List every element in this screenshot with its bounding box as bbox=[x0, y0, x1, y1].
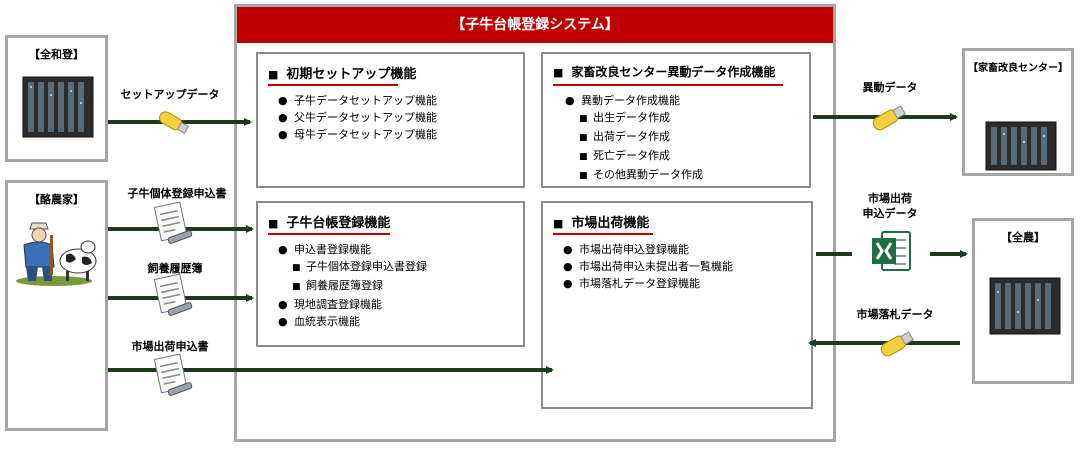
panel-title-text: 子牛台帳登録機能 bbox=[286, 216, 391, 231]
panel-market-shipment: ■ 市場出荷機能 ●市場出荷申込登録機能 ●市場出荷申込未提出者一覧機能 ●市場落… bbox=[541, 201, 813, 409]
list-subitem: ■その他異動データ作成 bbox=[579, 168, 703, 181]
panel-title: ■ 子牛台帳登録機能 bbox=[268, 212, 390, 231]
panel-title-text: 家畜改良センター異動データ作成機能 bbox=[571, 65, 776, 79]
title-underline bbox=[268, 84, 398, 86]
list-item: ●異動データ作成機能 bbox=[565, 94, 680, 107]
panel-calf-ledger: ■ 子牛台帳登録機能 ●申込書登録機能 ■子牛個体登録申込書登録 ■飼養履歴簿登録… bbox=[256, 201, 525, 347]
dairy-farmer-title: 【酪農家】 bbox=[29, 193, 84, 206]
kachiku-center-title: 【家畜改良センター】 bbox=[968, 63, 1068, 74]
list-item: ●子牛データセットアップ機能 bbox=[278, 94, 437, 107]
square-bullet-icon: ■ bbox=[553, 217, 564, 230]
list-subitem: ■子牛個体登録申込書登録 bbox=[292, 260, 427, 273]
list-item: ●父牛データセットアップ機能 bbox=[278, 111, 437, 124]
flow-label-history: 飼養履歴簿 bbox=[147, 262, 203, 275]
panel-initial-setup: ■ 初期セットアップ機能 ●子牛データセットアップ機能 ●父牛データセットアップ機… bbox=[256, 52, 525, 188]
flow-label-setup: セットアップデータ bbox=[120, 88, 220, 101]
flow-label-auction: 市場落札データ bbox=[856, 308, 934, 321]
square-bullet-icon: ■ bbox=[268, 217, 279, 230]
flow-label-calf-form: 子牛個体登録申込書 bbox=[127, 187, 227, 200]
list-item: ●血統表示機能 bbox=[278, 315, 360, 328]
list-subitem: ■出生データ作成 bbox=[579, 111, 670, 124]
item-list: ●子牛データセットアップ機能 ●父牛データセットアップ機能 ●母牛データセットア… bbox=[278, 92, 437, 143]
dairy-farmer-box: 【酪農家】 bbox=[5, 180, 108, 431]
square-bullet-icon: ■ bbox=[553, 66, 564, 79]
list-item: ●市場出荷申込未提出者一覧機能 bbox=[563, 260, 733, 273]
panel-title-text: 市場出荷機能 bbox=[571, 216, 650, 231]
title-underline bbox=[553, 233, 653, 235]
list-item: ●市場出荷申込登録機能 bbox=[563, 243, 689, 256]
farmer-cow-icon bbox=[16, 222, 97, 286]
panel-title-text: 初期セットアップ機能 bbox=[286, 67, 417, 82]
list-subitem: ■出荷データ作成 bbox=[579, 130, 670, 143]
title-underline bbox=[268, 233, 390, 235]
usb-drive-icon bbox=[159, 111, 190, 134]
panel-title: ■ 市場出荷機能 bbox=[553, 212, 649, 231]
zenwa-title: 【全和登】 bbox=[29, 48, 84, 61]
list-subitem: ■死亡データ作成 bbox=[579, 149, 670, 162]
list-item: ●市場落札データ登録機能 bbox=[563, 277, 700, 290]
server-icon bbox=[22, 76, 94, 138]
document-form-icon bbox=[153, 273, 193, 316]
panel-title: ■ 初期セットアップ機能 bbox=[268, 63, 416, 82]
usb-drive-icon bbox=[872, 105, 906, 131]
list-item: ●現地調査登録機能 bbox=[278, 298, 382, 311]
zenwa-box: 【全和登】 bbox=[5, 35, 108, 162]
flow-label-ido: 異動データ bbox=[862, 81, 918, 94]
square-bullet-icon: ■ bbox=[268, 68, 279, 81]
flow-label-market-app-1: 市場出荷 bbox=[868, 192, 912, 205]
item-list: ●申込書登録機能 ■子牛個体登録申込書登録 ■飼養履歴簿登録 ●現地調査登録機能… bbox=[278, 241, 427, 330]
list-item: ●申込書登録機能 bbox=[278, 243, 371, 256]
document-form-icon bbox=[153, 201, 193, 244]
panel-title: ■ 家畜改良センター異動データ作成機能 bbox=[553, 63, 775, 80]
document-form-icon bbox=[153, 353, 193, 396]
kachiku-center-box: 【家畜改良センター】 bbox=[962, 48, 1074, 176]
server-icon bbox=[985, 121, 1057, 171]
zennoh-box: 【全農】 bbox=[972, 218, 1074, 384]
system-title: 【子牛台帳登録システム】 bbox=[237, 7, 833, 43]
panel-ido-data: ■ 家畜改良センター異動データ作成機能 ●異動データ作成機能 ■出生データ作成 ■… bbox=[541, 52, 811, 188]
zennoh-title: 【全農】 bbox=[1001, 231, 1045, 244]
item-list: ●異動データ作成機能 ■出生データ作成 ■出荷データ作成 ■死亡データ作成 ■そ… bbox=[565, 92, 703, 185]
excel-file-icon bbox=[872, 231, 911, 271]
list-item: ●母牛データセットアップ機能 bbox=[278, 128, 437, 141]
flow-label-market-form: 市場出荷申込書 bbox=[131, 340, 209, 353]
title-underline bbox=[553, 84, 783, 86]
item-list: ●市場出荷申込登録機能 ●市場出荷申込未提出者一覧機能 ●市場落札データ登録機能 bbox=[563, 241, 733, 292]
list-subitem: ■飼養履歴簿登録 bbox=[292, 279, 383, 292]
usb-drive-icon bbox=[880, 331, 914, 357]
flow-label-market-app-2: 申込データ bbox=[862, 207, 918, 220]
server-icon bbox=[989, 277, 1061, 335]
